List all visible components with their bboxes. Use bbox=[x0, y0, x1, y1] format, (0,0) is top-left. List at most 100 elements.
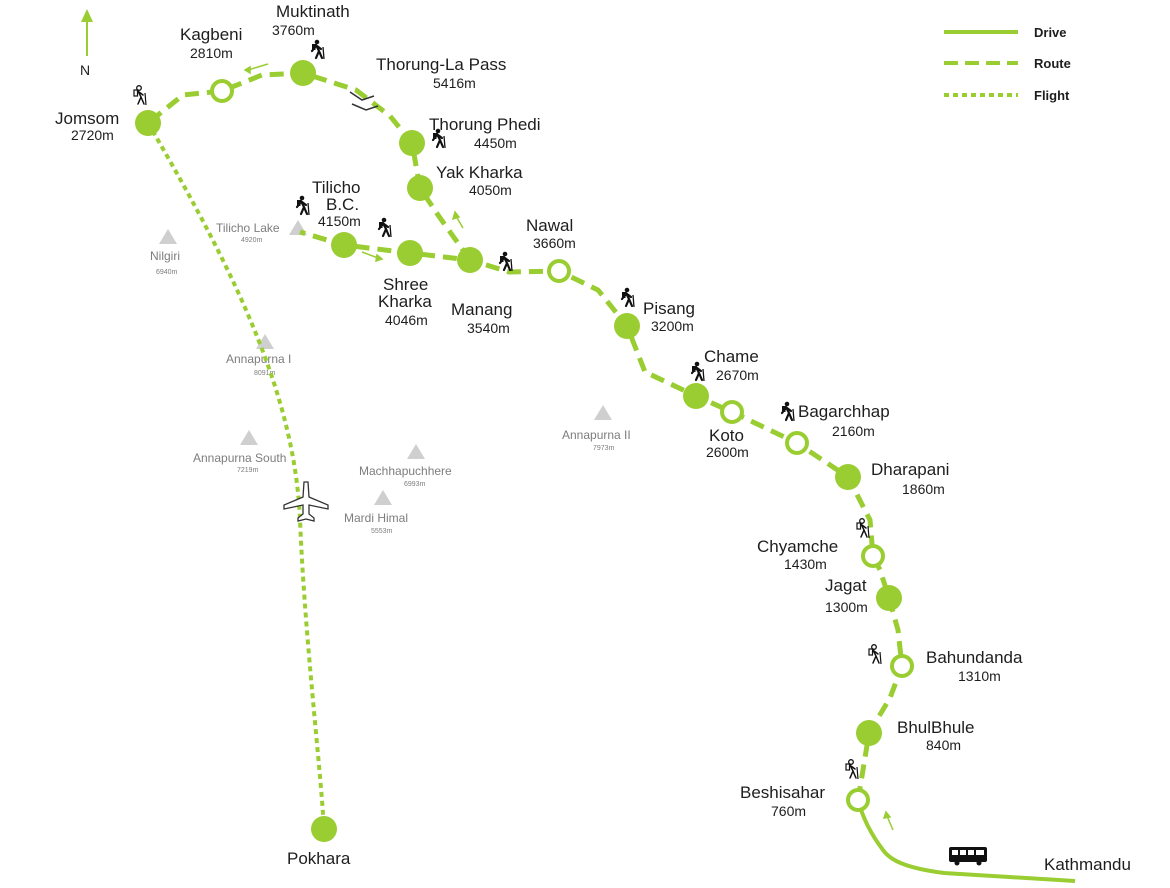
marker-manang bbox=[457, 247, 483, 273]
hiker-icon bbox=[845, 758, 859, 780]
svg-text:8091m: 8091m bbox=[254, 370, 276, 377]
legend-route-label: Route bbox=[1034, 56, 1071, 71]
svg-text:Annapurna I: Annapurna I bbox=[226, 352, 291, 366]
hiker-icon bbox=[133, 84, 147, 106]
hiker-icon bbox=[620, 286, 636, 309]
marker-koto bbox=[720, 400, 744, 424]
label-beshisahar: Beshisahar bbox=[740, 783, 825, 802]
peak-annapurna-south: Annapurna South 7219m bbox=[193, 430, 286, 474]
label-bagarchhap: Bagarchhap bbox=[798, 402, 890, 421]
marker-pisang bbox=[614, 313, 640, 339]
marker-yak-kharka bbox=[407, 175, 433, 201]
peak-tilicho-lake: Tilicho Lake 4920m bbox=[216, 220, 307, 244]
marker-jomsom bbox=[135, 110, 161, 136]
label-shree: Shree bbox=[383, 275, 428, 294]
svg-text:6940m: 6940m bbox=[156, 269, 178, 276]
direction-arrows bbox=[243, 63, 894, 831]
label-bahundanda: Bahundanda bbox=[926, 648, 1023, 667]
label-dharapani: Dharapani bbox=[871, 460, 949, 479]
marker-chyamche bbox=[861, 544, 885, 568]
peak-annapurna-i: Annapurna I 8091m bbox=[226, 334, 291, 377]
label-pokhara: Pokhara bbox=[287, 849, 351, 868]
drive-path bbox=[856, 799, 1076, 883]
hiker-icon bbox=[856, 517, 870, 539]
marker-kagbeni bbox=[210, 79, 234, 103]
alt-yak-kharka: 4050m bbox=[469, 182, 512, 198]
svg-text:Annapurna South: Annapurna South bbox=[193, 451, 286, 465]
svg-text:7973m: 7973m bbox=[593, 445, 615, 452]
label-thorung-phedi: Thorung Phedi bbox=[429, 115, 541, 134]
alt-manang: 3540m bbox=[467, 320, 510, 336]
svg-text:Nilgiri: Nilgiri bbox=[150, 249, 180, 263]
label-thorung-la: Thorung-La Pass bbox=[376, 55, 506, 74]
label-pisang: Pisang bbox=[643, 299, 695, 318]
svg-text:Tilicho Lake: Tilicho Lake bbox=[216, 221, 280, 235]
marker-beshisahar bbox=[846, 788, 870, 812]
marker-dharapani bbox=[835, 464, 861, 490]
label-chyamche: Chyamche bbox=[757, 537, 838, 556]
hiker-icon bbox=[780, 400, 796, 423]
pass-icon bbox=[349, 91, 379, 111]
label-bhulbhule: BhulBhule bbox=[897, 718, 975, 737]
legend-drive-label: Drive bbox=[1034, 25, 1067, 40]
marker-pokhara bbox=[311, 816, 337, 842]
north-arrow-icon bbox=[81, 9, 93, 56]
label-kagbeni: Kagbeni bbox=[180, 25, 242, 44]
alt-bagarchhap: 2160m bbox=[832, 423, 875, 439]
label-muktinath: Muktinath bbox=[276, 2, 350, 21]
peak-annapurna-ii: Annapurna II 7973m bbox=[562, 405, 631, 452]
svg-text:4920m: 4920m bbox=[241, 237, 263, 244]
legend: Drive Route Flight bbox=[944, 25, 1071, 103]
hiker-icon bbox=[295, 194, 311, 217]
marker-muktinath bbox=[290, 60, 316, 86]
marker-bagarchhap bbox=[785, 431, 809, 455]
legend-flight-label: Flight bbox=[1034, 88, 1070, 103]
svg-text:Mardi Himal: Mardi Himal bbox=[344, 511, 408, 525]
peak-machhapuchhre: Machhapuchhere 6993m bbox=[359, 444, 452, 488]
label-bc: B.C. bbox=[326, 195, 359, 214]
svg-text:7219m: 7219m bbox=[237, 467, 259, 474]
alt-nawal: 3660m bbox=[533, 235, 576, 251]
marker-tilicho-bc bbox=[331, 232, 357, 258]
label-manang: Manang bbox=[451, 300, 512, 319]
alt-muktinath: 3760m bbox=[272, 22, 315, 38]
label-jomsom: Jomsom bbox=[55, 109, 119, 128]
compass-label: N bbox=[80, 62, 90, 78]
alt-tilicho-bc: 4150m bbox=[318, 213, 361, 229]
svg-text:Machhapuchhere: Machhapuchhere bbox=[359, 464, 452, 478]
label-jagat: Jagat bbox=[825, 576, 867, 595]
hiker-icon bbox=[868, 643, 882, 665]
stop-markers bbox=[135, 60, 914, 842]
label-koto: Koto bbox=[709, 426, 744, 445]
alt-thorung-phedi: 4450m bbox=[474, 135, 517, 151]
marker-thorung-phedi bbox=[399, 130, 425, 156]
svg-text:6993m: 6993m bbox=[404, 481, 426, 488]
marker-nawal bbox=[547, 259, 571, 283]
alt-jagat: 1300m bbox=[825, 599, 868, 615]
alt-chame: 2670m bbox=[716, 367, 759, 383]
peak-nilgiri: Nilgiri 6940m bbox=[150, 229, 180, 276]
svg-text:Annapurna II: Annapurna II bbox=[562, 428, 631, 442]
alt-dharapani: 1860m bbox=[902, 481, 945, 497]
alt-pisang: 3200m bbox=[651, 318, 694, 334]
marker-bhulbhule bbox=[856, 720, 882, 746]
alt-koto: 2600m bbox=[706, 444, 749, 460]
label-kathmandu: Kathmandu bbox=[1044, 855, 1131, 874]
marker-chame bbox=[683, 383, 709, 409]
label-kharka: Kharka bbox=[378, 292, 432, 311]
alt-beshisahar: 760m bbox=[771, 803, 806, 819]
label-tilicho: Tilicho bbox=[312, 178, 361, 197]
peak-mardi-himal: Mardi Himal 5553m bbox=[344, 490, 408, 535]
hiker-icon bbox=[377, 216, 393, 239]
alt-bahundanda: 1310m bbox=[958, 668, 1001, 684]
alt-thorung-la: 5416m bbox=[433, 75, 476, 91]
marker-jagat bbox=[876, 585, 902, 611]
marker-shree-kharka bbox=[397, 240, 423, 266]
marker-bahundanda bbox=[890, 654, 914, 678]
flight-path bbox=[146, 121, 326, 830]
hiker-icon bbox=[310, 38, 326, 61]
hiker-icon bbox=[498, 250, 514, 273]
alt-jomsom: 2720m bbox=[71, 127, 114, 143]
